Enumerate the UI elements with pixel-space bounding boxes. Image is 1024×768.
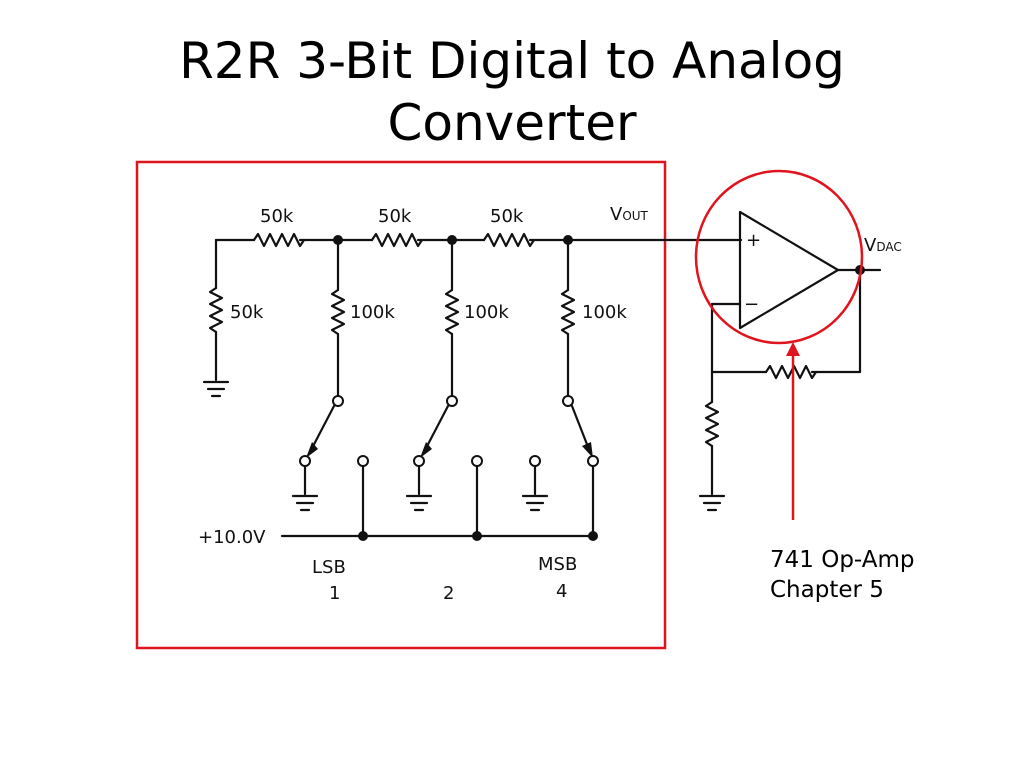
feedback-network xyxy=(704,268,862,496)
switch-2-supply-contact xyxy=(471,455,483,467)
switch-1 xyxy=(303,404,365,538)
bit-weight-2: 2 xyxy=(443,583,454,604)
switch-1-supply-contact xyxy=(357,455,369,467)
switch-3 xyxy=(533,404,595,538)
bit-weight-4: 4 xyxy=(556,581,567,602)
annotation-line-1: 741 Op-Amp xyxy=(770,547,915,573)
supply-node-1 xyxy=(358,531,368,541)
slide-title: R2R 3-Bit Digital to Analog Converter xyxy=(0,30,1024,154)
op-amp-minus: − xyxy=(744,294,759,315)
op-amp-plus: + xyxy=(746,230,761,251)
ground-symbol-termination xyxy=(202,380,230,398)
branch-resistor-2-label: 100k xyxy=(464,302,509,323)
branch-resistor-3-label: 100k xyxy=(582,302,627,323)
supply-node-2 xyxy=(472,531,482,541)
switch-3-ground-contact xyxy=(529,455,541,467)
ground-symbol-3 xyxy=(521,494,549,512)
series-resistor-3 xyxy=(482,232,536,248)
op-amp xyxy=(738,210,840,330)
annotation-line-2: Chapter 5 xyxy=(770,577,884,603)
supply-node-3 xyxy=(588,531,598,541)
switch-3-supply-contact xyxy=(587,455,599,467)
switch-2-pole xyxy=(446,395,458,407)
branch-resistor-1-label: 100k xyxy=(350,302,395,323)
series-resistor-1-label: 50k xyxy=(260,206,294,227)
ground-symbol-1 xyxy=(291,494,319,512)
series-resistor-2-label: 50k xyxy=(378,206,412,227)
termination-resistor xyxy=(208,238,224,382)
series-resistor-3-label: 50k xyxy=(490,206,524,227)
vout-label: VOUT xyxy=(610,204,649,225)
supply-label: +10.0V xyxy=(198,527,266,548)
title-line-1: R2R 3-Bit Digital to Analog xyxy=(179,32,845,90)
branch-resistor-3 xyxy=(560,238,576,398)
switch-2 xyxy=(417,404,479,538)
ground-symbol-opamp xyxy=(698,494,726,512)
bit-weight-1: 1 xyxy=(329,583,340,604)
switch-1-ground-contact xyxy=(299,455,311,467)
switch-3-pole xyxy=(562,395,574,407)
msb-label: MSB xyxy=(538,554,577,575)
switch-1-pole xyxy=(332,395,344,407)
ground-symbol-2 xyxy=(405,494,433,512)
annotation-arrow-head xyxy=(786,342,800,356)
branch-resistor-1 xyxy=(330,238,346,398)
opamp-annotation: 741 Op-Amp Chapter 5 xyxy=(770,545,914,605)
series-resistor-2 xyxy=(370,232,424,248)
ladder-highlight-box xyxy=(135,160,667,650)
branch-resistor-2 xyxy=(444,238,460,398)
title-line-2: Converter xyxy=(387,94,637,152)
vdac-label: VDAC xyxy=(864,235,902,256)
termination-resistor-label: 50k xyxy=(230,302,264,323)
opamp-highlight-circle xyxy=(694,169,864,345)
lsb-label: LSB xyxy=(312,557,346,578)
series-resistor-1 xyxy=(252,232,306,248)
switch-2-ground-contact xyxy=(413,455,425,467)
